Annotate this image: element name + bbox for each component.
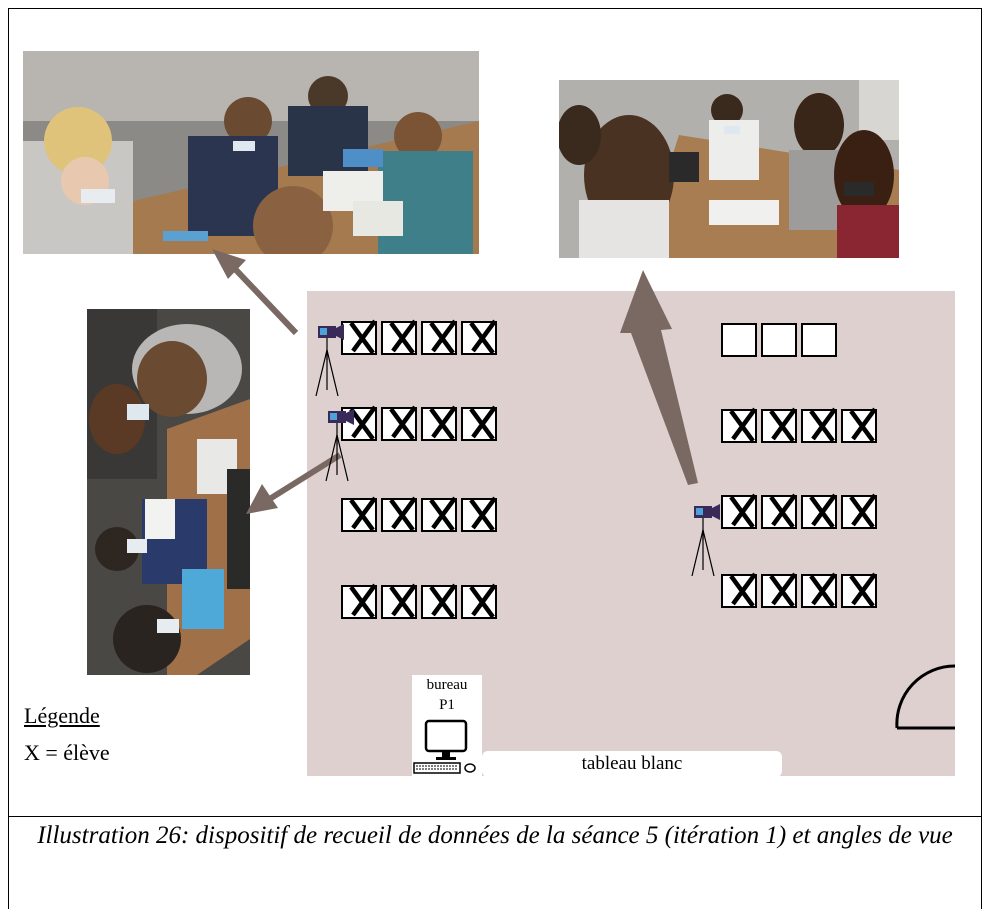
- caption-separator: [8, 816, 982, 817]
- student-desk: [381, 405, 417, 441]
- student-desk: [421, 583, 457, 619]
- classroom-photo-left-vertical: [87, 309, 250, 675]
- student-desk: [461, 496, 497, 532]
- student-desk: [841, 407, 877, 443]
- student-desk: [461, 583, 497, 619]
- teacher-desk-label: bureau: [426, 677, 468, 693]
- legend-text: X = élève: [24, 740, 110, 765]
- desk-row: [721, 407, 881, 443]
- teacher-desk-id: P1: [439, 697, 455, 713]
- student-desk: [841, 493, 877, 529]
- figure-caption: Illustration 26: dispositif de recueil d…: [37, 822, 953, 849]
- door-icon: [895, 664, 955, 730]
- computer-icon: [413, 719, 476, 774]
- camera-icon: [315, 324, 344, 397]
- student-desk: [341, 496, 377, 532]
- student-desk: [381, 583, 417, 619]
- camera-icon: [325, 409, 354, 482]
- student-desk: [761, 407, 797, 443]
- student-desk: [761, 572, 797, 608]
- desk-row: [341, 496, 501, 532]
- student-desk: [801, 572, 837, 608]
- desk-row: [341, 319, 501, 355]
- student-desk: [341, 319, 377, 355]
- student-desk: [381, 496, 417, 532]
- student-desk: [721, 572, 757, 608]
- student-desk: [721, 493, 757, 529]
- desk-row: [721, 323, 841, 357]
- student-desk: [381, 319, 417, 355]
- classroom-photo-top-right: [559, 80, 899, 258]
- empty-desk: [801, 323, 837, 357]
- teacher-desk: bureau P1: [412, 675, 482, 780]
- student-desk: [841, 572, 877, 608]
- student-desk: [721, 407, 757, 443]
- student-desk: [461, 319, 497, 355]
- student-desk: [761, 493, 797, 529]
- student-desk: [421, 319, 457, 355]
- desk-row: [341, 405, 501, 441]
- classroom-photo-top-left: [23, 51, 479, 254]
- student-desk: [461, 405, 497, 441]
- figure-frame: [8, 8, 982, 909]
- view-angle-arrows: [212, 249, 698, 514]
- legend-title: Légende: [24, 703, 100, 728]
- student-desk: [421, 405, 457, 441]
- empty-desk: [761, 323, 797, 357]
- desk-row: [721, 572, 881, 608]
- empty-desk: [721, 323, 757, 357]
- student-desk: [421, 496, 457, 532]
- student-desk: [341, 583, 377, 619]
- student-desk: [801, 407, 837, 443]
- desk-row: [341, 583, 501, 619]
- whiteboard: tableau blanc: [482, 751, 782, 777]
- camera-icon: [691, 504, 720, 577]
- student-desk: [801, 493, 837, 529]
- desk-row: [721, 493, 881, 529]
- student-desk: [341, 405, 377, 441]
